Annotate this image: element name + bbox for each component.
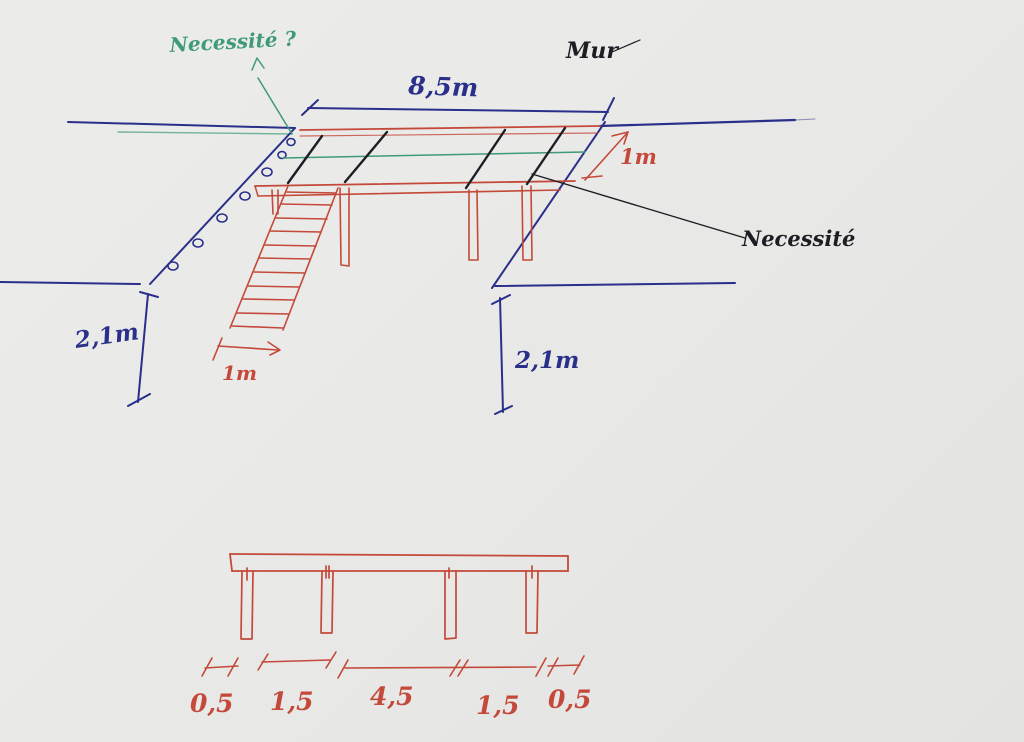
- elevation-dimension-line: [201, 651, 585, 679]
- stair-width-tick-left: [212, 337, 223, 361]
- right-height-tick-bottom: [494, 405, 513, 415]
- elevation-dimension-label-2: 1,5: [270, 687, 314, 716]
- support-posts: [271, 185, 533, 267]
- necessite-question-leader: [257, 77, 293, 135]
- elevation-dimension-label-3: 4,5: [370, 682, 414, 711]
- left-height-dimension-line: [137, 293, 149, 403]
- railing-rings: [167, 137, 296, 271]
- necessite-leader-line: [531, 173, 746, 239]
- depth-dimension-line: [584, 131, 629, 181]
- mezzanine-back-rail: [299, 125, 601, 131]
- left-diagonal-edge: [149, 127, 296, 285]
- right-height-label: 2,1m: [514, 347, 579, 374]
- right-diagonal-edge: [491, 121, 606, 289]
- right-height-tick-top: [491, 294, 511, 305]
- green-guide-line: [117, 131, 293, 135]
- mur-label: Mur: [565, 38, 619, 64]
- necessite-question-caret: [251, 57, 265, 71]
- upper-wall-line-left: [67, 121, 296, 129]
- right-height-dimension-line: [499, 297, 504, 413]
- elevation-beam-top: [229, 553, 569, 557]
- platform-joists: [286, 126, 567, 190]
- elevation-posts: [240, 565, 539, 640]
- platform-green-line: [282, 151, 586, 159]
- depth-dimension-tick-top: [611, 131, 629, 145]
- mezzanine-back-rail-2: [299, 132, 599, 137]
- stair-width-tick-right: [267, 341, 281, 356]
- depth-dimension-tick-bottom: [581, 175, 603, 179]
- lower-wall-line-right: [494, 282, 736, 287]
- necessite-label: Necessité: [741, 226, 855, 251]
- upper-wall-line-right: [598, 118, 797, 128]
- platform-front-beam-lower: [257, 189, 561, 197]
- span-dimension-tick-left: [301, 99, 319, 116]
- platform-beam-end-left: [254, 185, 259, 197]
- necessite-question-label: Necessité ?: [168, 26, 297, 57]
- left-height-tick-bottom: [127, 393, 151, 407]
- elevation-sketch: 0,5 1,5 4,5 1,5 0,5: [190, 553, 592, 720]
- mur-underline: [611, 39, 641, 53]
- elevation-dimension-label-5: 0,5: [548, 685, 592, 714]
- perspective-sketch: 8,5m: [0, 26, 855, 415]
- elevation-dimension-label-4: 1,5: [476, 691, 520, 720]
- lower-wall-line-left: [0, 281, 141, 285]
- depth-label: 1m: [620, 144, 657, 169]
- left-height-label: 2,1m: [72, 318, 140, 354]
- platform-front-beam: [254, 180, 576, 187]
- upper-wall-extension: [794, 118, 816, 121]
- staircase: [229, 185, 339, 331]
- stair-stringer-left: [229, 185, 289, 329]
- elevation-dimension-label-1: 0,5: [190, 689, 234, 718]
- left-height-tick-top: [139, 291, 159, 298]
- span-width-label: 8,5m: [407, 71, 479, 102]
- span-dimension-tick-right: [602, 97, 615, 121]
- stair-width-dimension-line: [217, 345, 279, 351]
- span-dimension-line: [307, 107, 609, 113]
- stair-width-label: 1m: [222, 361, 257, 385]
- elevation-beam-left-end: [229, 553, 233, 572]
